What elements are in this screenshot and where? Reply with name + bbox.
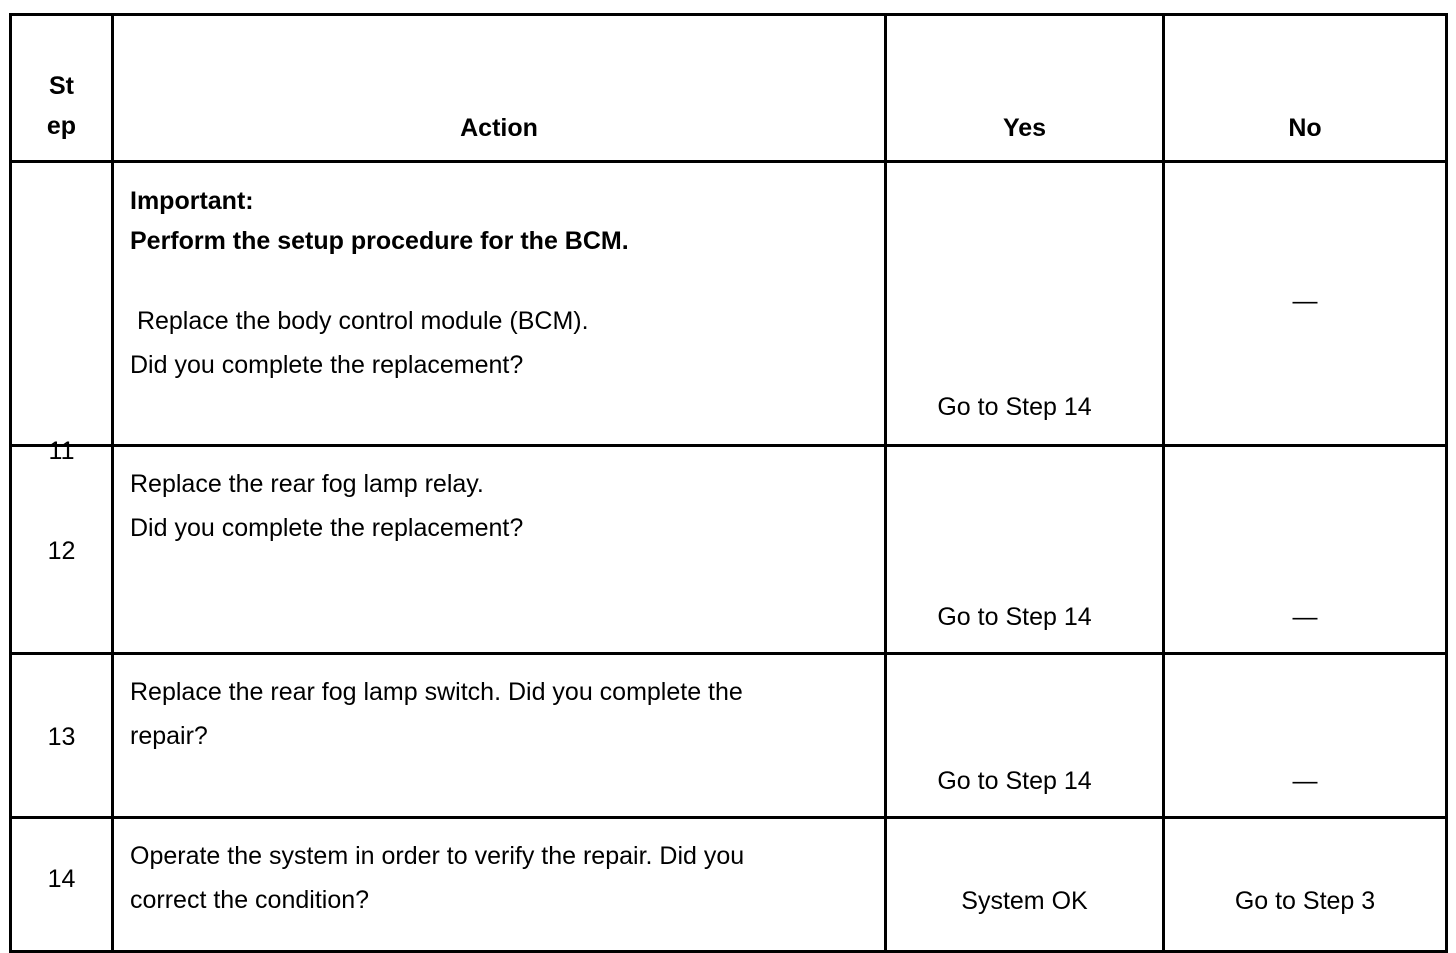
step-cell: 14 [9,816,114,953]
action-line: Replace the rear fog lamp switch. Did yo… [130,678,743,706]
table-row: 11 Important: Perform the setup procedur… [9,160,1448,465]
important-label: Important: [130,187,254,215]
header-no: No [1162,13,1448,163]
action-cell: Important: Perform the setup procedure f… [111,160,887,447]
yes-cell: System OK [884,816,1165,953]
yes-cell: Go to Step 14 [884,444,1165,655]
yes-result: Go to Step 14 [937,603,1092,631]
yes-result: Go to Step 14 [937,767,1092,795]
action-cell: Operate the system in order to verify th… [111,816,887,953]
header-action: Action [111,13,887,163]
action-line: Replace the body control module (BCM). [130,307,589,335]
table-row: 13 Replace the rear fog lamp switch. Did… [9,652,1448,819]
no-cell: — [1162,160,1448,447]
no-result: — [1292,603,1318,631]
action-line: Did you complete the replacement? [130,351,524,379]
step-number: 13 [47,723,76,751]
step-cell: 13 [9,652,114,819]
step-number: 12 [47,537,76,565]
step-cell: 12 [9,444,114,655]
yes-cell: Go to Step 14 [884,652,1165,819]
action-line: repair? [130,722,208,750]
diagnostic-table: St ep Action Yes No 11 Important: Perform… [9,13,1448,953]
action-line: Did you complete the replacement? [130,514,524,542]
table-row: 12 Replace the rear fog lamp relay. Did … [9,444,1448,655]
header-step-line2: ep [46,112,77,140]
important-text: Perform the setup procedure for the BCM. [130,227,629,255]
action-line: Replace the rear fog lamp relay. [130,470,484,498]
header-step-line1: St [49,72,74,100]
step-number: 14 [47,865,76,893]
header-yes: Yes [884,13,1165,163]
header-step: St ep [9,13,114,163]
action-line: Operate the system in order to verify th… [130,842,745,870]
no-result: — [1292,287,1318,315]
no-result: — [1292,767,1318,795]
no-cell: — [1162,652,1448,819]
table-row: 14 Operate the system in order to verify… [9,816,1448,953]
no-result: Go to Step 3 [1234,887,1376,915]
yes-result: Go to Step 14 [937,393,1092,421]
yes-result: System OK [961,887,1088,915]
action-line: correct the condition? [130,886,370,914]
action-cell: Replace the rear fog lamp relay. Did you… [111,444,887,655]
no-cell: Go to Step 3 [1162,816,1448,953]
action-cell: Replace the rear fog lamp switch. Did yo… [111,652,887,819]
yes-cell: Go to Step 14 [884,160,1165,447]
step-cell: 11 [9,160,114,465]
no-cell: — [1162,444,1448,655]
table-header-row: St ep Action Yes No [9,13,1448,163]
